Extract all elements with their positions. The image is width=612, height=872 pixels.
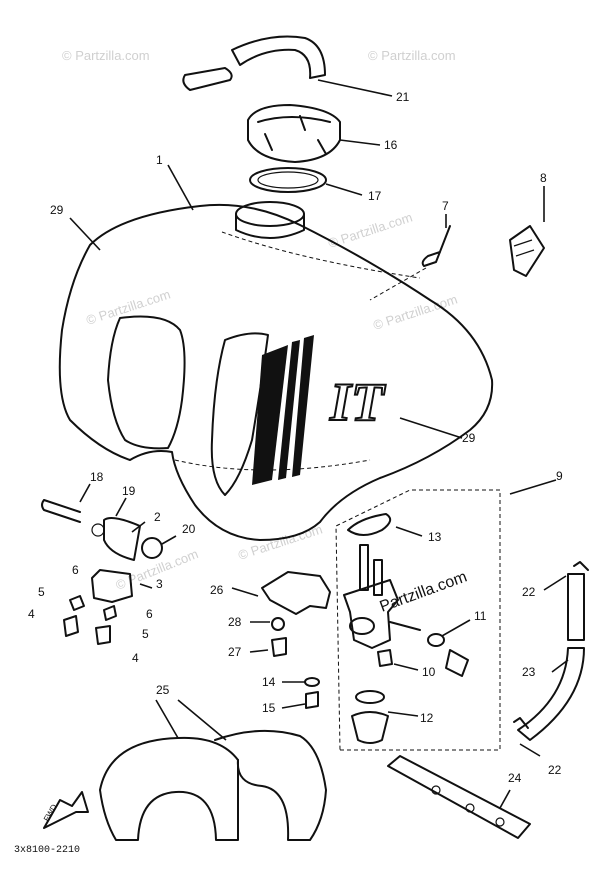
callout-22: 22 xyxy=(548,763,562,777)
callout-4: 4 xyxy=(28,607,35,621)
callout-22: 22 xyxy=(522,585,536,599)
callout-8: 8 xyxy=(540,171,547,185)
callout-6: 6 xyxy=(146,607,153,621)
callout-17: 17 xyxy=(368,189,382,203)
callout-26: 26 xyxy=(210,583,224,597)
callout-4: 4 xyxy=(132,651,139,665)
fuel-cap-part xyxy=(247,104,381,163)
callout-27: 27 xyxy=(228,645,242,659)
watermark: © Partzilla.com xyxy=(84,287,172,328)
fuel-hose-part xyxy=(513,561,589,757)
callout-6: 6 xyxy=(72,563,79,577)
callout-28: 28 xyxy=(228,615,242,629)
callout-7: 7 xyxy=(442,199,449,213)
fuel-cock-part xyxy=(343,544,421,649)
filter-gasket-part xyxy=(347,513,423,537)
callout-13: 13 xyxy=(428,530,442,544)
diagram-code: 3x8100-2210 xyxy=(14,845,80,856)
callout-2: 2 xyxy=(154,510,161,524)
callout-21: 21 xyxy=(396,90,410,104)
callout-23: 23 xyxy=(522,665,536,679)
callout-16: 16 xyxy=(384,138,398,152)
fuel-lever-part xyxy=(427,619,471,677)
forward-arrow-icon: FWD xyxy=(42,791,89,829)
fuel-tank-part: IT xyxy=(58,164,494,541)
bolt-part xyxy=(369,214,451,301)
callout-5: 5 xyxy=(38,585,45,599)
lever-screw-part xyxy=(377,649,419,671)
drain-screw-parts xyxy=(281,677,320,709)
cap-gasket-part xyxy=(249,167,363,196)
mount-bracket-part xyxy=(509,186,545,277)
watermark: © Partzilla.com xyxy=(371,292,459,333)
tank-decal-text: IT xyxy=(329,372,386,432)
callout-15: 15 xyxy=(262,701,276,715)
callout-3: 3 xyxy=(156,577,163,591)
callout-12: 12 xyxy=(420,711,434,725)
callout-18: 18 xyxy=(90,470,104,484)
callout-1: 1 xyxy=(156,153,163,167)
rear-mount-parts xyxy=(41,483,177,645)
breather-hose-part xyxy=(182,35,393,97)
sediment-bowl-part xyxy=(351,690,419,744)
callout-24: 24 xyxy=(508,771,522,785)
heat-cover-part xyxy=(99,699,327,841)
under-bracket-parts xyxy=(231,571,331,657)
callout-20: 20 xyxy=(182,522,196,536)
callout-25: 25 xyxy=(156,683,170,697)
callout-29: 29 xyxy=(462,431,476,445)
callout-9: 9 xyxy=(556,469,563,483)
callout-19: 19 xyxy=(122,484,136,498)
callout-14: 14 xyxy=(262,675,276,689)
callout-10: 10 xyxy=(422,665,436,679)
heat-plate-part xyxy=(387,755,531,839)
callout-5: 5 xyxy=(142,627,149,641)
callout-11: 11 xyxy=(474,609,487,623)
watermark: © Partzilla.com xyxy=(62,48,150,63)
callout-29: 29 xyxy=(50,203,64,217)
watermark: © Partzilla.com xyxy=(368,48,456,63)
fuel-cock-assembly-box xyxy=(335,479,557,751)
